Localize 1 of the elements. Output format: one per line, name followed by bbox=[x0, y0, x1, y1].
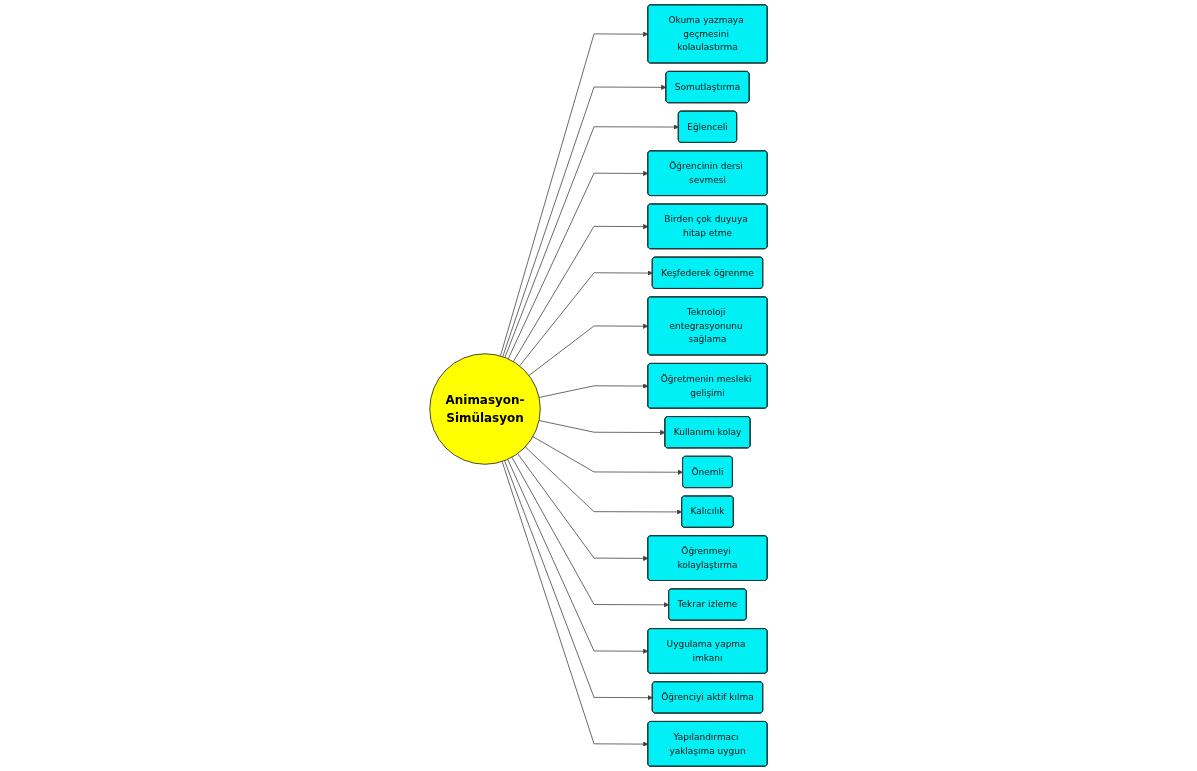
node-circle: Animasyon-Simülasyon bbox=[429, 353, 541, 465]
